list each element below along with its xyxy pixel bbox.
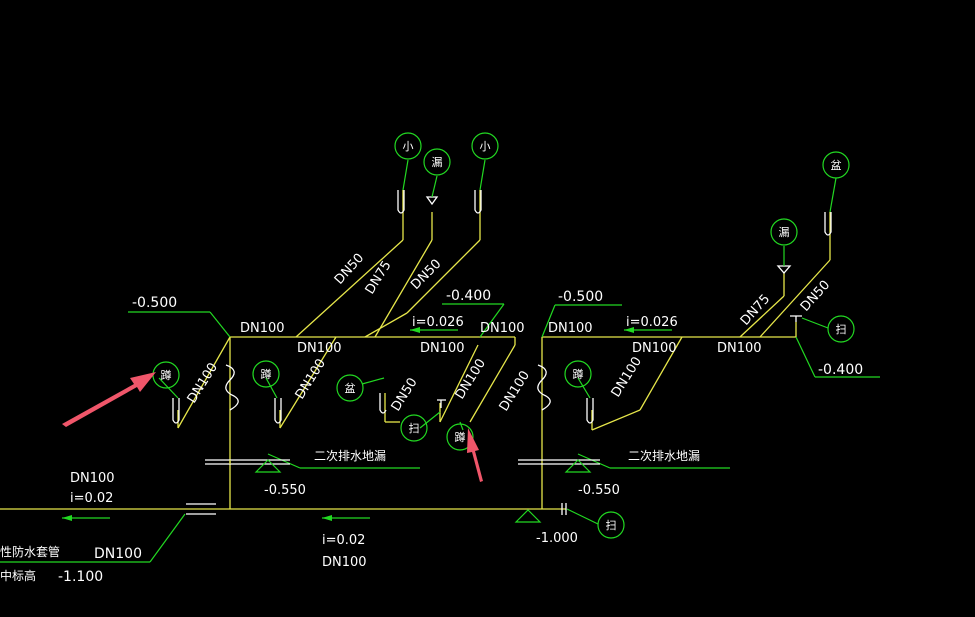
- pipe-size-label: DN100: [297, 341, 342, 356]
- pipe-size-label: DN50: [332, 251, 367, 288]
- pipe-size-label: DN100: [185, 360, 221, 406]
- symbol-label: 漏: [432, 156, 443, 169]
- slope-label: i=0.026: [412, 315, 464, 330]
- symbol-label: 蹲: [573, 367, 584, 381]
- slope-arrows: [62, 327, 672, 521]
- pipe-size-label: DN100: [480, 321, 525, 336]
- symbol-urinal-left[interactable]: 小: [394, 132, 422, 160]
- elevation-mid-top: -0.400: [446, 288, 491, 304]
- pipe-size-label: DN50: [798, 278, 833, 315]
- slope-label: i=0.02: [322, 533, 365, 548]
- pipe-size-label: DN100: [497, 368, 533, 414]
- symbol-label: 小: [403, 140, 414, 153]
- pipe-size-label: DN100: [322, 555, 367, 570]
- symbol-basin-top-right[interactable]: 盆: [822, 151, 850, 179]
- symbol-label: 扫: [606, 519, 617, 532]
- symbol-urinal-right[interactable]: 小: [471, 132, 499, 160]
- symbol-label: 蹲: [161, 368, 172, 382]
- symbol-label: 小: [480, 140, 491, 153]
- note-secondary-drain-left: 二次排水地漏: [314, 449, 386, 463]
- note-sleeve: 刚性防水套管: [0, 544, 60, 559]
- pipe-size-label: DN100: [240, 321, 285, 336]
- symbol-cleanout-right[interactable]: 扫: [827, 315, 855, 343]
- pipe-size-label: DN50: [389, 375, 421, 414]
- pipe-size-label: DN100: [94, 546, 142, 562]
- symbol-squat-3[interactable]: 蹲: [446, 423, 474, 451]
- elevation-drain-left: -0.550: [264, 483, 306, 498]
- pipe-size-label: DN100: [420, 341, 465, 356]
- symbol-label: 盆: [831, 158, 842, 172]
- pipe-size-label: DN100: [70, 471, 115, 486]
- leader-lines: [0, 159, 880, 563]
- elevation-right-mid-top: -0.500: [558, 289, 603, 305]
- symbol-cleanout-bottom[interactable]: 扫: [597, 511, 625, 539]
- main-pipes: [0, 322, 797, 510]
- annotation-arrow-right: [467, 428, 483, 482]
- slope-label: i=0.02: [70, 491, 113, 506]
- elevation-left-top: -0.500: [132, 295, 177, 311]
- trap-symbols: [172, 190, 832, 515]
- symbol-label: 漏: [779, 226, 790, 239]
- symbol-cleanout-mid[interactable]: 扫: [400, 414, 428, 442]
- symbol-floor-drain-top[interactable]: 漏: [423, 148, 451, 176]
- elevation-bottom-mid: -1.000: [536, 531, 578, 546]
- floor-drain-plates: [205, 459, 600, 523]
- pipe-size-label: DN100: [609, 354, 645, 400]
- elevation-drain-right: -0.550: [578, 483, 620, 498]
- pipe-size-label: DN100: [293, 356, 329, 402]
- note-secondary-drain-right: 二次排水地漏: [628, 449, 700, 463]
- symbol-label: 扫: [836, 323, 847, 336]
- symbol-squat-4[interactable]: 蹲: [564, 360, 592, 388]
- annotation-arrow-left: [62, 372, 156, 427]
- symbol-squat-left[interactable]: 蹲: [152, 361, 180, 389]
- symbol-squat-2[interactable]: 蹲: [252, 360, 280, 388]
- pipe-size-label: DN100: [717, 341, 762, 356]
- elevation-sleeve-center: -1.100: [58, 569, 103, 585]
- pipe-size-label: DN50: [408, 257, 444, 293]
- pipe-size-label: DN100: [548, 321, 593, 336]
- pipe-size-label: DN100: [632, 341, 677, 356]
- pipe-size-label: DN75: [363, 258, 395, 297]
- symbol-label: 蹲: [261, 367, 272, 381]
- elevation-right-end: -0.400: [818, 362, 863, 378]
- symbol-label: 蹲: [455, 430, 466, 444]
- symbol-basin-mid[interactable]: 盆: [336, 374, 364, 402]
- symbol-floor-drain-right[interactable]: 漏: [770, 218, 798, 246]
- pipe-size-label: DN100: [453, 356, 489, 402]
- slope-label: i=0.026: [626, 315, 678, 330]
- symbol-label: 盆: [345, 381, 356, 395]
- symbol-label: 扫: [409, 422, 420, 435]
- diagonal-pipes: [177, 190, 831, 431]
